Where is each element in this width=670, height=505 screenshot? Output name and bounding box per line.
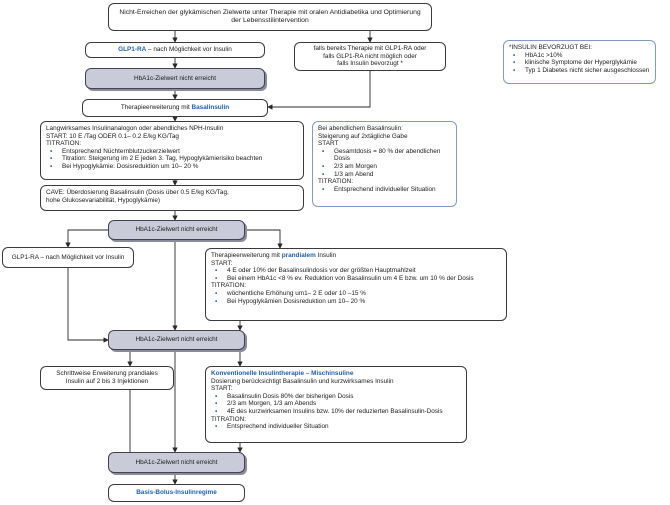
list-item: 2/3 am Morgen, 1/3 am Abends <box>215 400 461 408</box>
konv-start: START: <box>211 385 233 393</box>
langwirk-list: Entsprechend Nüchternblutzuckerzielwert … <box>46 148 298 171</box>
schritt-line-1: Schrittweise Erweiterung prandiales <box>56 370 158 378</box>
list-item: Titration: Steigerung im 2 E jeden 3. Ta… <box>50 155 298 163</box>
abendlich-list: Gesamtdosis = 80 % der abendlichen Dosis… <box>318 148 451 178</box>
hba1c-box-3: HbA1c-Zielwert nicht erreicht <box>108 330 245 350</box>
falls-line-1: falls bereits Therapie mit GLP1-RA oder <box>313 45 427 53</box>
list-item: Typ 1 Diabetes nicht sicher ausgeschloss… <box>513 67 650 75</box>
hba1c-box-1: HbA1c-Zielwert nicht erreicht <box>85 68 265 89</box>
cave-line-1: CAVE: Überdosierung Basalinsulin (Dosis … <box>46 189 229 196</box>
list-item: 1/3 am Abend <box>322 171 451 179</box>
prandial-list: 4 E oder 10% der Basalinsulindosis vor d… <box>211 267 501 282</box>
insulin-bevorzugt-list: HbA1c >10% klinische Symptome der Hyperg… <box>509 52 650 75</box>
prandial-pre: Therapieerweiterung mit <box>211 252 282 259</box>
prandial-box: Therapieerweiterung mit prandialem Insul… <box>205 248 507 321</box>
list-item: Entsprechend individueller Situation <box>215 423 461 431</box>
list-item: klinische Symptome der Hyperglykämie <box>513 59 650 67</box>
list-item: Bei einem HbA1c <8 % ev. Reduktion von B… <box>215 275 501 283</box>
langwirk-box: Langwirksames Insulinanalogon oder abend… <box>40 121 304 180</box>
prandial-post: Insulin <box>315 252 337 259</box>
list-item: Bei Hypoglykämien Dosisreduktion um 10– … <box>215 298 501 306</box>
prandial-bold: prandialem <box>281 252 316 259</box>
list-item: wöchentliche Erhöhung um1– 2 E oder 10 –… <box>215 290 501 298</box>
abendlich-box: Bei abendlichem Basalinsulin: Steigerung… <box>312 121 457 207</box>
tw-basal-pre: Therapieerweiterung mit <box>120 104 192 112</box>
hba1c-text: HbA1c-Zielwert nicht erreicht <box>133 74 217 82</box>
schritt-line-2: Insulin auf 2 bis 3 Injektionen <box>65 378 149 385</box>
basis-bolus-box: Basis-Bolus-Insulinregime <box>108 484 245 502</box>
insulin-bevorzugt-title: *INSULIN BEVORZUGT BEI: <box>509 44 592 51</box>
hba1c-text: HbA1c-Zielwert nicht erreicht <box>135 458 218 466</box>
list-item: Entsprechend individueller Situation <box>322 186 451 194</box>
abendlich-line-1: Bei abendlichem Basalinsulin: <box>318 125 403 132</box>
insulin-bevorzugt-box: *INSULIN BEVORZUGT BEI: HbA1c >10% klini… <box>503 40 656 84</box>
list-item: Entsprechend Nüchternblutzuckerzielwert <box>50 148 298 156</box>
abendlich-titration: TITRATION: <box>318 178 354 186</box>
langwirk-line-3: TITRATION: <box>46 140 82 148</box>
hba1c-box-2: HbA1c-Zielwert nicht erreicht <box>108 220 245 240</box>
abendlich-list-2: Entsprechend individueller Situation <box>318 186 451 194</box>
abendlich-start: START <box>318 140 339 148</box>
konv-titration: TITRATION: <box>211 415 247 423</box>
hba1c-text: HbA1c-Zielwert nicht erreicht <box>135 336 218 344</box>
glp1-ra-b-text: GLP1-RA – nach Möglichkeit vor Insulin <box>11 253 125 261</box>
list-item: Bei Hypoglykämie: Dosisreduktion um 10– … <box>50 163 298 171</box>
abendlich-line-2: Steigerung auf 2xtägliche Gabe <box>318 132 408 140</box>
list-item: HbA1c >10% <box>513 52 650 60</box>
prandial-start: START: <box>211 259 233 267</box>
list-item: Gesamtdosis = 80 % der abendlichen Dosis <box>322 148 451 163</box>
falls-line-2: falls GLP1-RA nicht möglich oder <box>323 52 417 60</box>
cave-box: CAVE: Überdosierung Basalinsulin (Dosis … <box>40 185 304 211</box>
glp1-ra-box-2: GLP1-RA – nach Möglichkeit vor Insulin <box>2 247 134 268</box>
falls-line-3: falls Insulin bevorzugt * <box>337 60 403 68</box>
list-item: Basalinsulin Dosis 80% der bisherigen Do… <box>215 393 461 401</box>
tw-basal-bold: Basalinsulin <box>191 104 230 112</box>
list-item: 2/3 am Morgen <box>322 163 451 171</box>
konv-list-2: Entsprechend individueller Situation <box>211 423 461 431</box>
glp1-ra-box: GLP1-RA – nach Möglichkeit vor Insulin <box>85 42 265 58</box>
glp1-ra-rest: – nach Möglichkeit vor Insulin <box>146 46 232 54</box>
start-box: Nicht-Erreichen der glykämischen Zielwer… <box>108 3 432 31</box>
prandial-titration: TITRATION: <box>211 282 247 290</box>
cave-line-2: hohe Glukosevariabilität, Hypoglykämie) <box>46 196 161 204</box>
basis-bolus-text: Basis-Bolus-Insulinregime <box>136 489 217 497</box>
konv-box: Konventionelle Insulintherapie – Mischin… <box>205 366 467 443</box>
langwirk-line-2: START: 10 E /Tag ODER 0.1– 0.2 E/kg KG/T… <box>46 132 179 140</box>
tw-basal-label: Therapieerweiterung mit Basalinsulin <box>121 104 229 112</box>
hba1c-text: HbA1c-Zielwert nicht erreicht <box>135 226 218 234</box>
list-item: 4E des kurzwirksamen Insulins bzw. 10% d… <box>215 408 461 416</box>
prandial-list-2: wöchentliche Erhöhung um1– 2 E oder 10 –… <box>211 290 501 305</box>
konv-line-1: Dosierung berücksichtigt Basalinsulin un… <box>211 377 394 385</box>
glp1-ra-label: GLP1-RA – nach Möglichkeit vor Insulin <box>118 46 232 54</box>
konv-list: Basalinsulin Dosis 80% der bisherigen Do… <box>211 393 461 416</box>
start-text: Nicht-Erreichen der glykämischen Zielwer… <box>119 9 421 24</box>
schritt-box: Schrittweise Erweiterung prandiales Insu… <box>40 366 174 390</box>
list-item: 4 E oder 10% der Basalinsulindosis vor d… <box>215 267 501 275</box>
konv-title: Konventionelle Insulintherapie – Mischin… <box>211 370 354 377</box>
prandial-title: Therapieerweiterung mit prandialem Insul… <box>211 252 501 260</box>
tw-basal-box: Therapieerweiterung mit Basalinsulin <box>82 99 268 117</box>
glp1-ra-bold: GLP1-RA <box>118 46 147 54</box>
hba1c-box-4: HbA1c-Zielwert nicht erreicht <box>108 452 245 473</box>
langwirk-line-1: Langwirksames Insulinanalogon oder abend… <box>46 125 224 132</box>
falls-box: falls bereits Therapie mit GLP1-RA oder … <box>294 42 446 71</box>
